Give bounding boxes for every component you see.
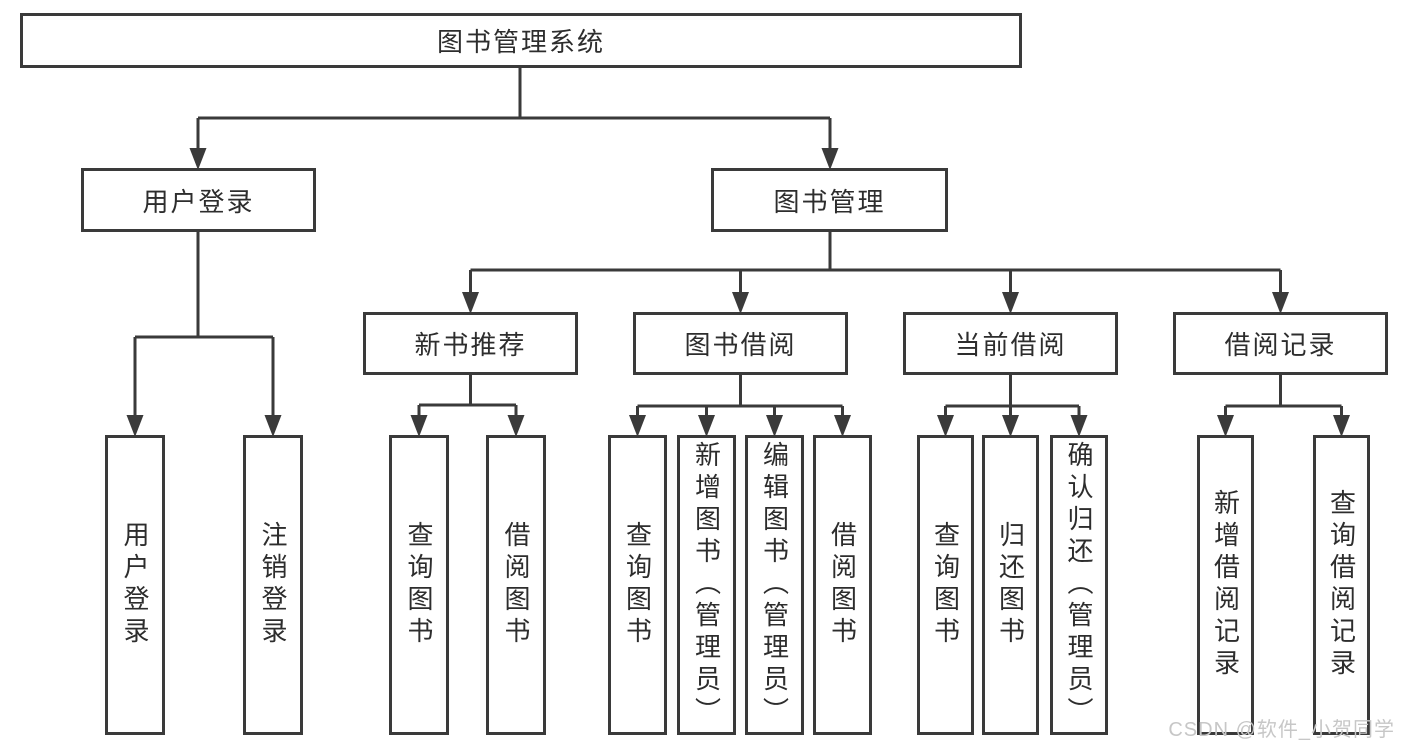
arrowhead-re-query: [1333, 415, 1350, 437]
node-root: 图书管理系统: [20, 13, 1022, 68]
arrowhead-re-add: [1217, 415, 1234, 437]
arrowhead-login: [126, 415, 144, 437]
leaf-cu-query-books-label: 查询图书: [930, 521, 961, 649]
node-root-label: 图书管理系统: [436, 27, 605, 57]
node-records-label: 借阅记录: [1224, 330, 1337, 360]
arrowhead-br-query: [629, 415, 646, 437]
leaf-logout: 注销登录: [243, 435, 303, 735]
connector-current-branch: [944, 375, 1081, 415]
arrowhead-nb-query: [410, 415, 428, 437]
leaf-br-add-books-label: 新增图书（管理员）: [691, 441, 722, 729]
node-new-books: 新书推荐: [363, 312, 578, 375]
node-book-mgmt-label: 图书管理: [773, 186, 886, 217]
leaf-re-add-record: 新增借阅记录: [1197, 435, 1254, 735]
connector-new-books-branch: [417, 375, 518, 415]
leaf-cu-confirm-return-label: 确认归还（管理员）: [1064, 441, 1094, 729]
leaf-nb-query-books: 查询图书: [389, 435, 449, 735]
leaf-logout-label: 注销登录: [258, 521, 288, 649]
leaf-nb-borrow-books: 借阅图书: [486, 435, 546, 735]
connector-borrow-branch: [636, 375, 844, 415]
leaf-br-borrow-books-label: 借阅图书: [827, 521, 858, 649]
leaf-br-query-books: 查询图书: [608, 435, 667, 735]
arrowhead-cu-confirm: [1070, 415, 1088, 437]
leaf-nb-query-books-label: 查询图书: [404, 521, 434, 649]
leaf-re-query-record-label: 查询借阅记录: [1326, 489, 1357, 681]
arrowhead-book-mgmt: [821, 148, 839, 170]
leaf-br-query-books-label: 查询图书: [622, 521, 653, 649]
leaf-re-add-record-label: 新增借阅记录: [1210, 489, 1241, 681]
arrowhead-br-borrow: [834, 415, 851, 437]
node-borrow: 图书借阅: [633, 312, 848, 375]
arrowhead-cu-return: [1002, 415, 1019, 437]
connector-book-mgmt-branch: [469, 232, 1282, 292]
arrowhead-user-login: [189, 148, 207, 170]
leaf-cu-query-books: 查询图书: [917, 435, 974, 735]
arrowhead-br-edit: [766, 415, 783, 437]
leaf-br-edit-books: 编辑图书（管理员）: [745, 435, 804, 735]
connector-root-to-level2: [196, 68, 832, 148]
node-records: 借阅记录: [1173, 312, 1388, 375]
arrowhead-borrow: [732, 292, 749, 314]
leaf-br-borrow-books: 借阅图书: [813, 435, 872, 735]
arrowhead-br-add: [698, 415, 715, 437]
arrowhead-logout: [264, 415, 282, 437]
arrowhead-nb-borrow: [507, 415, 525, 437]
arrowhead-new-books: [462, 292, 479, 314]
leaf-br-edit-books-label: 编辑图书（管理员）: [759, 441, 790, 729]
leaf-user-login-label: 用户登录: [120, 521, 150, 649]
leaf-re-query-record: 查询借阅记录: [1313, 435, 1370, 735]
leaf-br-add-books: 新增图书（管理员）: [677, 435, 736, 735]
arrowhead-cu-query: [937, 415, 954, 437]
connector-records-branch: [1224, 375, 1343, 415]
arrowhead-current: [1002, 292, 1019, 314]
leaf-cu-return-books: 归还图书: [982, 435, 1039, 735]
node-current: 当前借阅: [903, 312, 1118, 375]
node-user-login: 用户登录: [81, 168, 316, 232]
leaf-cu-confirm-return: 确认归还（管理员）: [1050, 435, 1108, 735]
node-book-mgmt: 图书管理: [711, 168, 948, 232]
node-current-label: 当前借阅: [954, 330, 1067, 360]
node-user-login-label: 用户登录: [142, 186, 255, 217]
leaf-user-login: 用户登录: [105, 435, 165, 735]
node-borrow-label: 图书借阅: [684, 330, 797, 360]
leaf-cu-return-books-label: 归还图书: [995, 521, 1026, 649]
csdn-watermark: CSDN @软件_小贺同学: [1168, 719, 1395, 741]
node-new-books-label: 新书推荐: [414, 330, 527, 360]
connector-user-login-branch: [133, 232, 275, 415]
arrowhead-records: [1272, 292, 1289, 314]
leaf-nb-borrow-books-label: 借阅图书: [501, 521, 531, 649]
